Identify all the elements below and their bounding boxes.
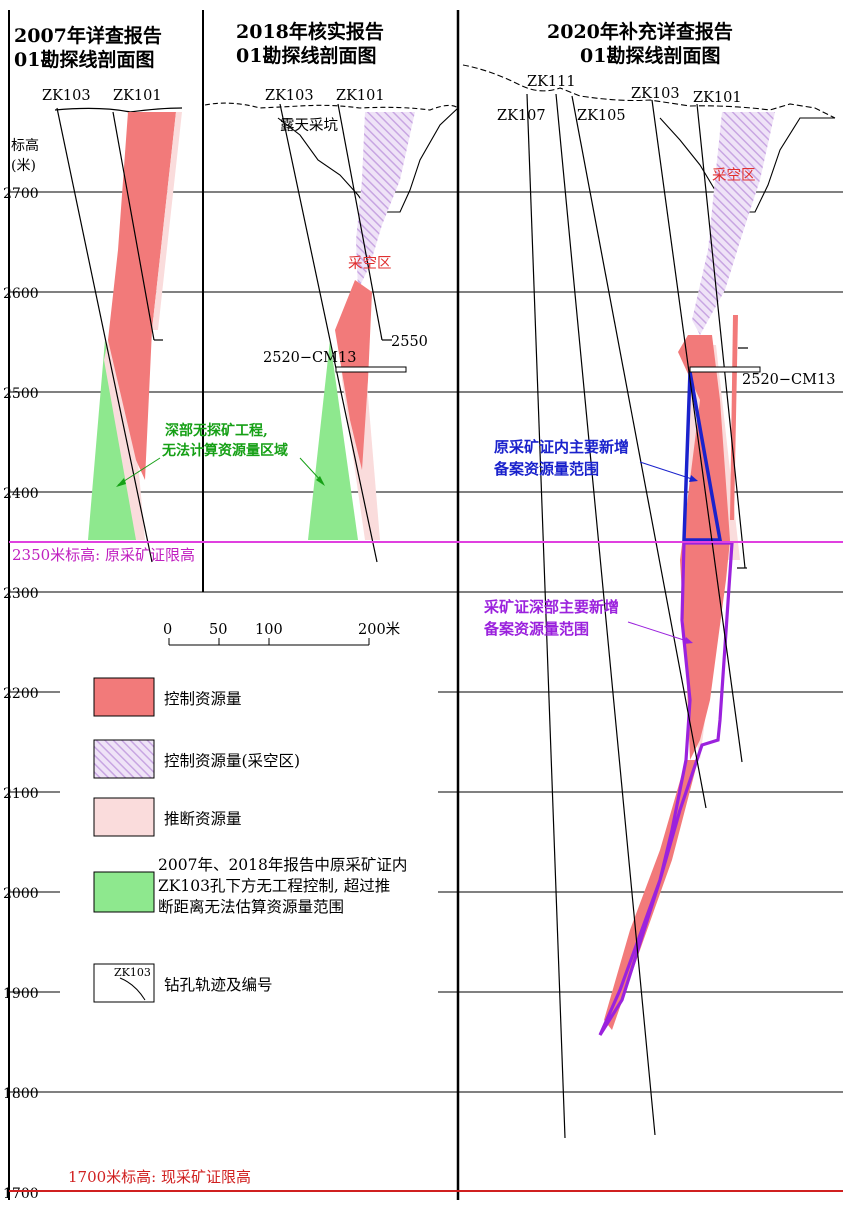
panel-2007-topography — [54, 107, 183, 113]
panel-2018-title: 2018年核实报告 — [236, 20, 384, 43]
new-deep-annotation-line2: 备案资源量范围 — [483, 620, 589, 638]
label-zk105: ZK105 — [577, 108, 626, 124]
legend-drill-sample-label: ZK103 — [114, 966, 151, 979]
scale-bar: 0 50 100 200米 — [163, 621, 401, 646]
elevation-tick-2500: 2500 — [3, 386, 39, 402]
label-goaf-2020: 采空区 — [712, 167, 756, 184]
limit-label-2350: 2350米标高: 原采矿证限高 — [12, 546, 195, 564]
new-resource-in-license-outline — [682, 371, 723, 542]
label-cm13-2020: 2520−CM13 — [742, 372, 835, 388]
label-zk107: ZK107 — [497, 108, 546, 124]
panel-2007-title: 2007年详查报告 — [14, 24, 162, 47]
panel-2007-controlled-ore — [108, 112, 176, 480]
panel-2018-controlled-goaf — [356, 112, 415, 290]
drillhole-zk103-2018 — [279, 103, 378, 563]
legend-label-no-work-line3: 断距离无法估算资源量范围 — [158, 897, 344, 916]
panel-2018-subtitle: 01勘探线剖面图 — [236, 44, 376, 67]
drillhole-zk103-2020 — [651, 99, 743, 763]
panel-2018-topography — [204, 102, 459, 111]
scale-tick-100: 100 — [255, 622, 283, 638]
elevation-tick-2600: 2600 — [3, 286, 39, 302]
new-deep-annotation-line1: 采矿证深部主要新增 — [483, 598, 619, 616]
label-zk101-2007: ZK101 — [113, 88, 162, 104]
scale-tick-0: 0 — [163, 622, 172, 638]
elevation-axis-unit: (米) — [11, 158, 36, 174]
legend-label-no-work-line2: ZK103孔下方无工程控制, 超过推 — [158, 877, 390, 895]
drillhole-zk101-2020 — [696, 103, 746, 569]
legend-label-controlled: 控制资源量 — [164, 690, 242, 708]
elevation-tick-2000: 2000 — [3, 886, 39, 902]
legend-swatch-controlled-goaf — [93, 739, 155, 779]
elevation-tick-1700: 1700 — [3, 1186, 39, 1202]
label-zk101-2020: ZK101 — [693, 90, 742, 106]
label-cm13-2018: 2520−CM13 — [263, 350, 356, 366]
elevation-tick-2300: 2300 — [3, 586, 39, 602]
panel-2007-inferred-thin — [152, 112, 182, 330]
no-work-annotation-line1: 深部无探矿工程, — [165, 422, 268, 439]
panel-2020-controlled-thin — [730, 315, 738, 520]
label-zk101-2018: ZK101 — [336, 88, 385, 104]
new-in-license-annotation-line2: 备案资源量范围 — [493, 460, 599, 478]
legend-drill-trace-icon — [119, 977, 146, 1001]
legend-label-drill-trace: 钻孔轨迹及编号 — [164, 976, 273, 994]
panel-2020-topography — [462, 64, 836, 119]
panel-2020-subtitle: 01勘探线剖面图 — [580, 44, 720, 67]
new-in-license-arrowhead — [689, 475, 698, 482]
new-deep-arrow — [627, 621, 691, 643]
label-zk103-2018: ZK103 — [265, 88, 314, 104]
legend-swatch-drill-trace — [93, 963, 155, 1003]
drillhole-zk111 — [526, 93, 566, 1139]
drillhole-zk107 — [555, 93, 656, 1136]
elevation-tick-2700: 2700 — [3, 186, 39, 202]
panel-2018: 2018年核实报告 01勘探线剖面图 ZK103 ZK101 露天采坑 采空区 … — [204, 20, 459, 563]
panel-2020-controlled-goaf — [692, 112, 775, 335]
new-in-license-annotation-line1: 原采矿证内主要新增 — [494, 438, 629, 456]
legend: 控制资源量 控制资源量(采空区) 推断资源量 2007年、2018年报告中原采矿… — [93, 677, 407, 1003]
panel-2020: 2020年补充详查报告 01勘探线剖面图 ZK111 ZK107 ZK105 Z… — [462, 20, 836, 1139]
panel-2020-controlled-ore — [678, 335, 730, 760]
panel-2007-subtitle: 01勘探线剖面图 — [14, 48, 154, 71]
legend-swatch-controlled — [93, 677, 155, 717]
legend-label-no-work-line1: 2007年、2018年报告中原采矿证内 — [158, 856, 407, 874]
legend-label-inferred: 推断资源量 — [164, 810, 242, 828]
cm13-tunnel-2020 — [689, 366, 761, 373]
scale-tick-200: 200米 — [358, 621, 401, 638]
elevation-tick-2200: 2200 — [3, 686, 39, 702]
cm13-tunnel-2018 — [335, 366, 407, 373]
panel-2007-no-work-zone — [88, 340, 140, 540]
limit-label-1700: 1700米标高: 现采矿证限高 — [68, 1168, 251, 1186]
drillhole-zk101-2007 — [112, 111, 155, 341]
label-zk111: ZK111 — [527, 74, 576, 90]
new-in-license-arrow — [639, 461, 696, 481]
no-work-arrowhead-right — [316, 476, 325, 486]
panel-2007: 2007年详查报告 01勘探线剖面图 ZK103 ZK101 — [14, 24, 183, 563]
panel-2018-controlled-ore — [335, 280, 372, 470]
drillhole-zk105 — [571, 95, 707, 809]
drillhole-zk103-2007 — [56, 107, 153, 563]
elevation-tick-2400: 2400 — [3, 486, 39, 502]
label-zk103-2007: ZK103 — [42, 88, 91, 104]
no-work-arrow-left — [117, 457, 161, 486]
panel-2020-title: 2020年补充详查报告 — [547, 20, 733, 43]
legend-swatch-no-work — [93, 871, 155, 913]
elevation-tick-1900: 1900 — [3, 986, 39, 1002]
label-depth-2550: 2550 — [391, 334, 428, 350]
new-deep-arrowhead — [684, 637, 693, 644]
no-work-arrowhead-left — [116, 478, 126, 487]
drillhole-zk101-2018 — [337, 103, 383, 341]
new-resource-deep-outline — [598, 541, 734, 1036]
elevation-axis-label: 标高 — [11, 137, 39, 154]
legend-swatch-inferred — [93, 797, 155, 837]
label-goaf-2018: 采空区 — [348, 255, 392, 272]
elevation-tick-1800: 1800 — [3, 1086, 39, 1102]
elevation-tick-2100: 2100 — [3, 786, 39, 802]
panel-2018-no-work-zone — [308, 340, 358, 540]
label-open-pit: 露天采坑 — [280, 117, 338, 134]
label-zk103-2020: ZK103 — [631, 86, 680, 102]
no-work-annotation-line2: 无法计算资源量区域 — [161, 442, 288, 459]
elevation-tick-labels: 2700 2600 2500 2400 2300 2200 2100 2000 1900 1800… — [3, 186, 39, 1202]
scale-tick-50: 50 — [209, 622, 227, 638]
legend-label-controlled-goaf: 控制资源量(采空区) — [164, 752, 300, 770]
